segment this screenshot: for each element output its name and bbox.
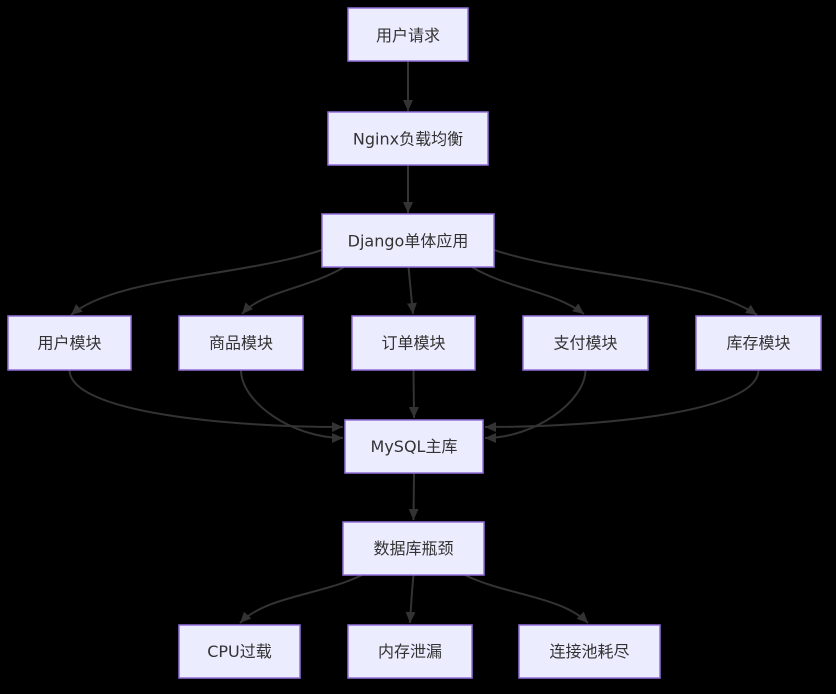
edge-mysql-master-to-db-bottleneck xyxy=(408,472,419,521)
edge-inventory-module-to-mysql-master xyxy=(484,369,760,432)
node-memory-leak-box xyxy=(347,624,473,679)
node-conn-pool-exhausted: 连接池耗尽 xyxy=(518,624,661,679)
node-payment-module-label: 支付模块 xyxy=(553,334,617,353)
edge-db-bottleneck-to-cpu-overload xyxy=(239,574,363,624)
node-cpu-overload: CPU过载 xyxy=(178,624,301,679)
node-cpu-overload-box xyxy=(178,624,301,679)
node-user-request: 用户请求 xyxy=(347,7,469,62)
node-product-module: 商品模块 xyxy=(178,315,304,371)
node-mysql-master: MySQL主库 xyxy=(344,419,484,474)
node-order-module: 订单模块 xyxy=(351,315,476,371)
node-product-module-box xyxy=(178,315,304,371)
node-memory-leak-label: 内存泄漏 xyxy=(378,642,442,661)
node-order-module-box xyxy=(351,315,476,371)
node-conn-pool-exhausted-box xyxy=(518,624,661,679)
node-mysql-master-box xyxy=(344,419,484,474)
node-django-app-box xyxy=(321,213,495,268)
edge-django-app-to-order-module xyxy=(406,266,417,315)
node-django-app-label: Django单体应用 xyxy=(348,232,469,251)
node-db-bottleneck-label: 数据库瓶颈 xyxy=(373,539,453,558)
edge-django-app-to-inventory-module xyxy=(493,249,758,316)
node-nginx-lb-box xyxy=(327,111,489,166)
edge-django-app-to-product-module xyxy=(241,266,345,315)
node-payment-module-box xyxy=(522,315,649,371)
node-inventory-module-box xyxy=(695,315,822,371)
node-nginx-lb-label: Nginx负载均衡 xyxy=(353,130,463,149)
node-db-bottleneck-box xyxy=(342,521,485,576)
node-user-module-label: 用户模块 xyxy=(37,334,101,353)
edge-product-module-to-mysql-master xyxy=(240,369,344,443)
node-db-bottleneck: 数据库瓶颈 xyxy=(342,521,485,576)
node-product-module-label: 商品模块 xyxy=(209,334,273,353)
node-mysql-master-label: MySQL主库 xyxy=(371,437,458,456)
node-user-request-box xyxy=(347,7,469,62)
edge-django-app-to-payment-module xyxy=(471,266,585,315)
node-payment-module: 支付模块 xyxy=(522,315,649,371)
edge-payment-module-to-mysql-master xyxy=(484,369,587,443)
edge-db-bottleneck-to-memory-leak xyxy=(405,574,416,624)
node-order-module-label: 订单模块 xyxy=(381,334,445,353)
edge-django-app-to-user-module xyxy=(70,249,323,316)
edge-user-module-to-mysql-master xyxy=(68,369,344,432)
node-nginx-lb: Nginx负载均衡 xyxy=(327,111,489,166)
node-memory-leak: 内存泄漏 xyxy=(347,624,473,679)
edge-layer xyxy=(68,61,760,624)
node-django-app: Django单体应用 xyxy=(321,213,495,268)
node-user-module-box xyxy=(7,315,132,371)
node-cpu-overload-label: CPU过载 xyxy=(207,642,272,661)
node-user-module: 用户模块 xyxy=(7,315,132,371)
edge-db-bottleneck-to-conn-pool-exhausted xyxy=(464,574,589,624)
node-user-request-label: 用户请求 xyxy=(376,26,440,45)
node-inventory-module: 库存模块 xyxy=(695,315,822,371)
node-layer: 用户请求 Nginx负载均衡 Django单体应用 用户模块 商品模块 订单模块… xyxy=(7,7,822,679)
edge-order-module-to-mysql-master xyxy=(408,369,419,419)
node-inventory-module-label: 库存模块 xyxy=(726,334,790,353)
node-conn-pool-exhausted-label: 连接池耗尽 xyxy=(549,642,629,661)
